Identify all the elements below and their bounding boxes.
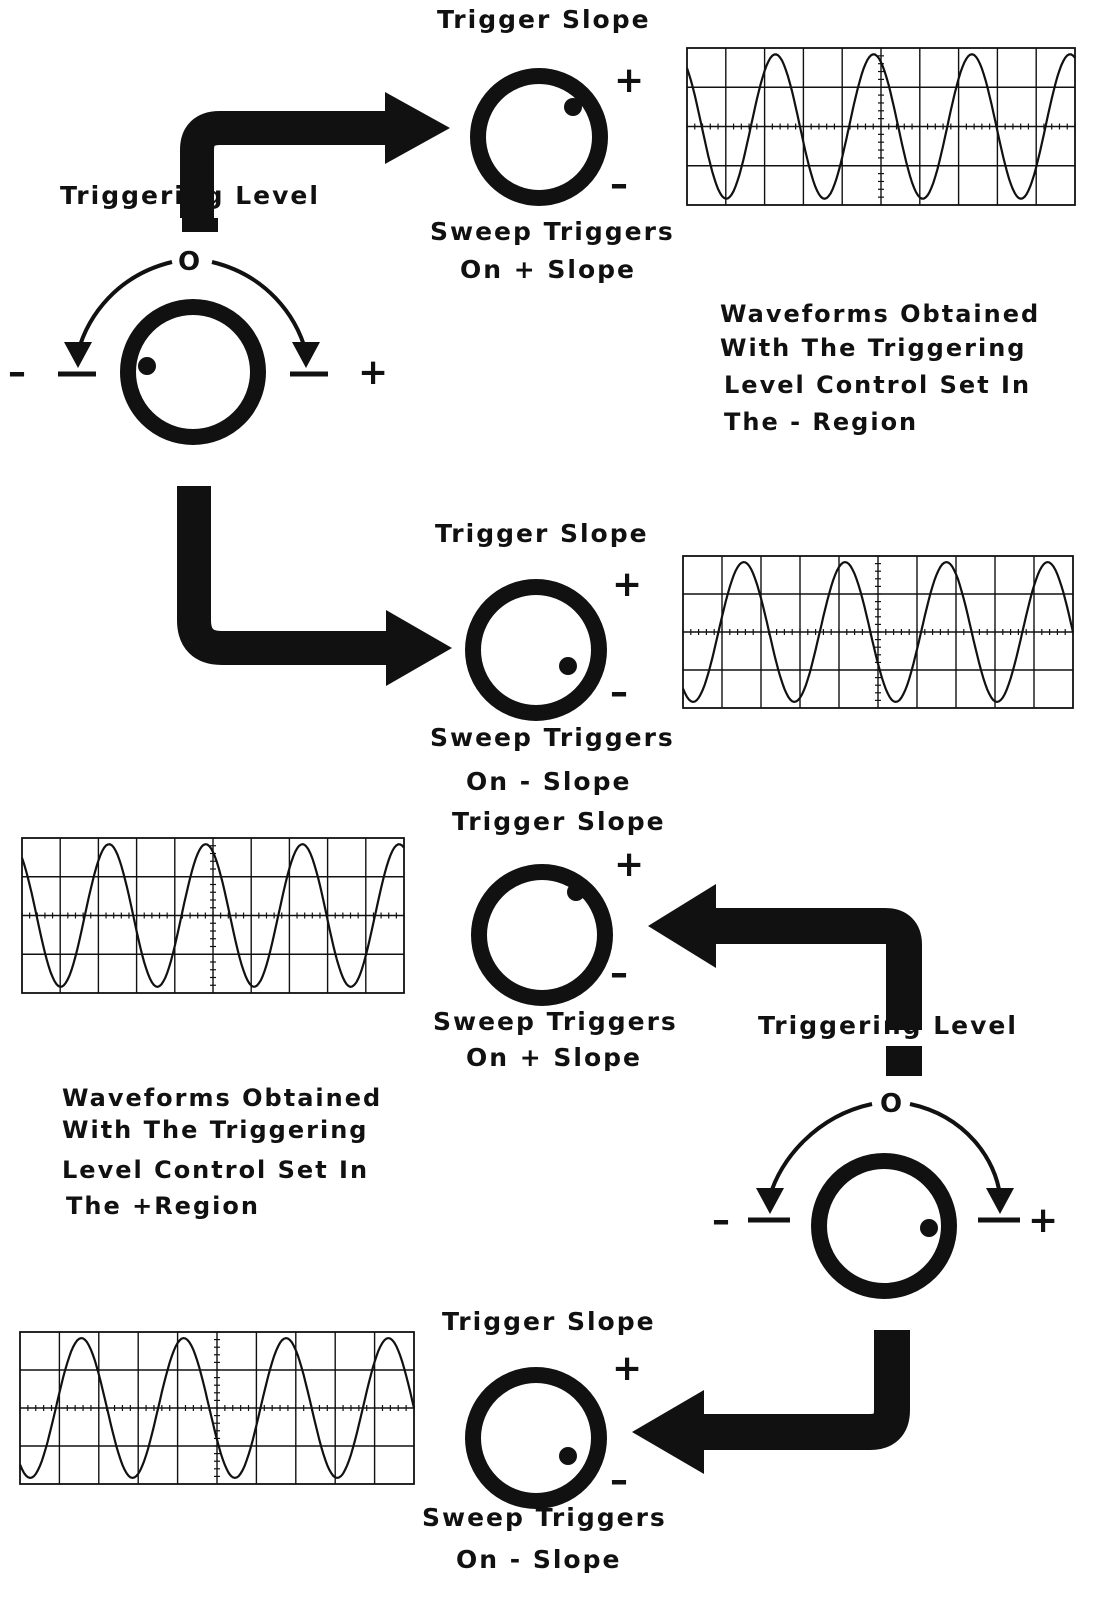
waveform-trace (685, 53, 1076, 200)
trigger-slope-label: Trigger Slope (437, 5, 651, 34)
plus-sign: + (1028, 1200, 1058, 1241)
sweep-triggers-label: Sweep Triggers (430, 723, 675, 752)
waveform-trace (681, 560, 1075, 704)
trigger-slope-knob-1: Trigger Slope + – Sweep Triggers On + Sl… (430, 5, 675, 284)
caption-line: Waveforms Obtained (62, 1084, 382, 1112)
minus-sign: – (712, 1200, 730, 1241)
trigger-slope-label: Trigger Slope (442, 1307, 656, 1336)
arrowhead-right (986, 1188, 1014, 1214)
arrowhead-left (64, 342, 92, 368)
slope-knob-dot (564, 98, 582, 116)
zero-label: O (880, 1089, 902, 1119)
trigger-slope-knob-2: Trigger Slope + – Sweep Triggers On - Sl… (430, 519, 675, 796)
slope-plus-sign: + (614, 60, 644, 101)
caption-plus-region: Waveforms Obtained With The Triggering L… (62, 1084, 382, 1220)
knob-ring (811, 1153, 957, 1299)
slope-knob-ring (465, 579, 607, 721)
slope-knob-ring (465, 1367, 607, 1509)
slope-plus-sign: + (612, 564, 642, 605)
caption-line: With The Triggering (720, 334, 1026, 362)
level-marker (182, 218, 218, 232)
flow-arrow-4 (700, 1330, 910, 1450)
slope-plus-sign: + (614, 844, 644, 885)
slope-knob-ring (470, 68, 608, 206)
sweep-triggers-label: Sweep Triggers (433, 1007, 678, 1036)
slope-knob-dot (559, 1447, 577, 1465)
arrowhead-right (292, 342, 320, 368)
caption-line: Level Control Set In (724, 371, 1031, 399)
plus-sign: + (358, 352, 388, 393)
caption-line: Level Control Set In (62, 1156, 369, 1184)
flow-arrow-3 (712, 908, 922, 1030)
curved-arrow-right (211, 260, 308, 353)
caption-line: The +Region (66, 1192, 260, 1220)
flow-arrowhead-3 (648, 884, 716, 968)
slope-knob-dot (567, 883, 585, 901)
flow-arrow-2 (177, 486, 392, 665)
sweep-triggers-label: Sweep Triggers (430, 217, 675, 246)
oscilloscope-screen-4 (18, 1331, 416, 1485)
waveform-trace (18, 1336, 416, 1480)
sweep-slope-label: On + Slope (466, 1043, 642, 1072)
slope-knob-dot (559, 657, 577, 675)
flow-arrowhead-2 (386, 610, 452, 686)
slope-minus-sign: – (610, 1460, 628, 1501)
slope-minus-sign: – (610, 672, 628, 713)
curved-arrow-left (76, 260, 173, 353)
sweep-triggers-label: Sweep Triggers (422, 1503, 667, 1532)
flow-arrow-1 (180, 111, 390, 218)
triggering-level-control-plus: Triggering Level O – + (712, 1011, 1058, 1299)
slope-minus-sign: – (610, 953, 628, 994)
slope-plus-sign: + (612, 1348, 642, 1389)
trigger-slope-label: Trigger Slope (452, 807, 666, 836)
caption-line: Waveforms Obtained (720, 300, 1040, 328)
trigger-slope-label: Trigger Slope (435, 519, 649, 548)
knob-ring (120, 299, 266, 445)
triggering-level-control-minus: Triggering Level O – + (8, 181, 388, 445)
flow-arrowhead-4 (632, 1390, 704, 1474)
sweep-slope-label: On - Slope (466, 767, 631, 796)
knob-indicator-dot (920, 1219, 938, 1237)
oscilloscope-screen-1 (685, 47, 1076, 206)
sweep-slope-label: On - Slope (456, 1545, 621, 1574)
trigger-slope-knob-4: Trigger Slope + – Sweep Triggers On - Sl… (422, 1307, 667, 1574)
slope-knob-ring (471, 864, 613, 1006)
caption-line: The - Region (724, 408, 918, 436)
oscilloscope-screen-3 (20, 837, 405, 994)
oscilloscope-screen-2 (681, 555, 1075, 709)
caption-line: With The Triggering (62, 1116, 368, 1144)
slope-minus-sign: – (610, 164, 628, 205)
caption-minus-region: Waveforms Obtained With The Triggering L… (720, 300, 1040, 436)
curved-arrow-right (909, 1102, 1002, 1197)
curved-arrow-left (768, 1102, 873, 1197)
arrowhead-left (756, 1188, 784, 1214)
flow-arrowhead-1 (385, 92, 450, 164)
knob-indicator-dot (138, 357, 156, 375)
zero-label: O (178, 247, 200, 277)
sweep-slope-label: On + Slope (460, 255, 636, 284)
level-marker (886, 1046, 922, 1076)
waveform-trace (20, 843, 405, 988)
trigger-slope-knob-3: Trigger Slope + – Sweep Triggers On + Sl… (433, 807, 678, 1072)
minus-sign: – (8, 352, 26, 393)
